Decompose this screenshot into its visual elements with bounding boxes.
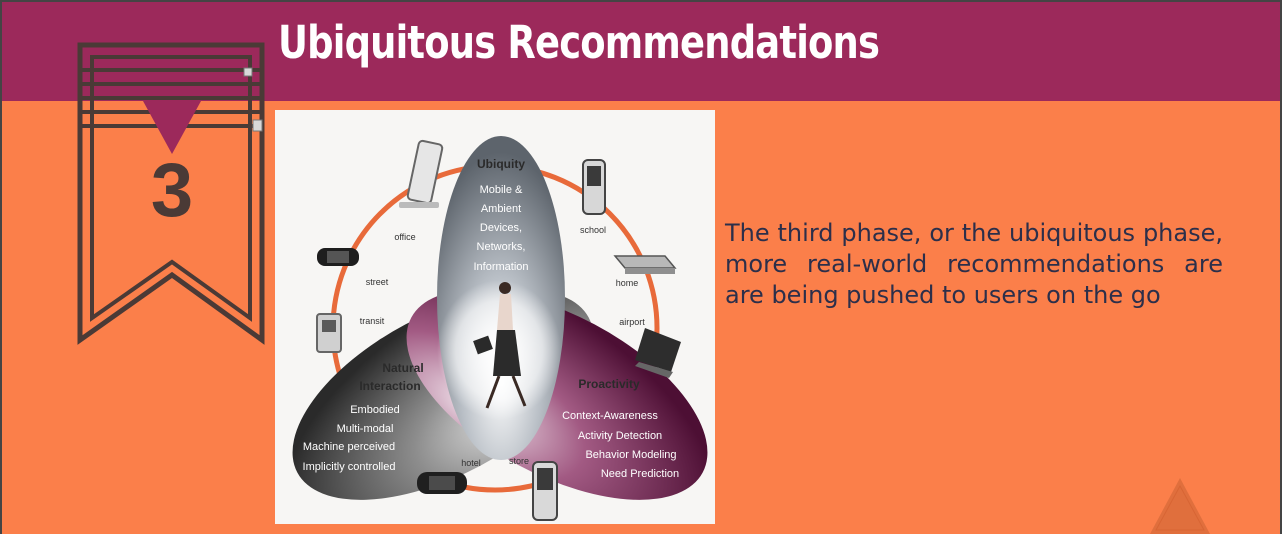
proactivity-line: Behavior Modeling [585,449,676,461]
natural-interaction-heading: Interaction [359,379,420,393]
game-controller-icon [417,472,467,494]
location-label-transit: transit [360,316,385,326]
ubiquity-heading: Ubiquity [477,157,525,171]
decorative-triangle-icon [1150,478,1210,534]
phone-icon [582,159,606,215]
natural-interaction-line: Embodied [350,404,400,416]
phase-number: 3 [150,148,194,233]
proactivity-heading: Proactivity [578,377,640,391]
location-label-office: office [394,232,415,242]
proactivity-line: Context-Awareness [562,410,658,422]
location-label-store: store [509,456,529,466]
ubiquity-line: Devices, [480,222,522,234]
natural-interaction-line: Machine perceived [303,441,395,453]
mobile-phone-icon [532,461,558,521]
ubiquity-line: Ambient [481,203,521,215]
set-top-box-icon [613,255,677,274]
kiosk-icon [316,313,342,353]
ubiquity-line: Information [473,261,528,273]
location-label-school: school [580,225,606,235]
proactivity-line: Need Prediction [601,468,679,480]
body-text: The third phase, or the ubiquitous phase… [725,219,1223,309]
natural-interaction-line: Multi-modal [337,423,394,435]
natural-interaction-heading: Natural [382,361,423,375]
monitor-icon [399,139,444,208]
slide-title: Ubiquitous Recommendations [278,16,880,69]
ubiquity-line: Networks, [477,241,526,253]
location-label-street: street [366,277,389,287]
handheld-console-icon [317,248,359,266]
ubiquity-diagram: Ubiquity Mobile & Ambient Devices, Netwo… [275,110,715,524]
ubiquity-line: Mobile & [480,184,523,196]
proactivity-line: Activity Detection [578,430,662,442]
location-label-airport: airport [619,317,645,327]
natural-interaction-line: Implicitly controlled [303,461,396,473]
location-label-home: home [616,278,639,288]
location-label-hotel: hotel [461,458,481,468]
